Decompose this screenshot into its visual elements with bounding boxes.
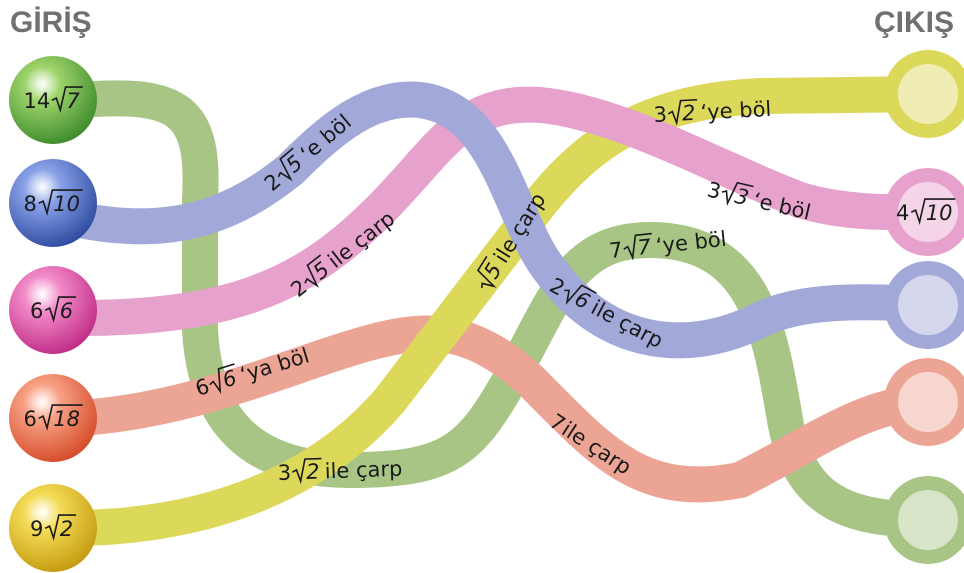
coefficient: 8	[24, 192, 37, 216]
radical-sign	[623, 232, 652, 261]
ball-slot	[898, 64, 958, 124]
ball-circle	[9, 159, 97, 247]
input-ball: 14 7	[9, 56, 97, 144]
band-blue	[76, 81, 937, 359]
ball-circle	[9, 374, 97, 462]
coefficient: 6	[24, 407, 37, 431]
radicand: 10	[926, 201, 953, 225]
coefficient: 9	[30, 517, 43, 541]
radicand: 7	[66, 89, 80, 113]
coefficient: 4	[896, 201, 909, 225]
ball-slot	[898, 372, 958, 432]
radical-sign	[38, 404, 83, 431]
output-value: 4 10	[896, 198, 956, 225]
ball-slot	[898, 490, 958, 550]
operation-text: ‘ye böl	[700, 97, 772, 125]
ball-slot	[898, 275, 958, 335]
radicand: 18	[53, 407, 80, 431]
input-ball: 8 10	[9, 159, 97, 247]
coefficient: 3	[653, 102, 668, 127]
radical-sign	[667, 98, 698, 126]
radicand: 2	[306, 460, 320, 484]
coefficient: 7	[608, 238, 624, 263]
radical-sign	[304, 254, 322, 288]
radical-sign	[564, 284, 597, 306]
input-value: 14 7	[24, 86, 83, 113]
ball-slot	[898, 182, 958, 242]
radicand: 2	[60, 517, 73, 541]
radical-sign	[277, 147, 294, 182]
radicand: 3	[733, 184, 751, 210]
radical-sign	[910, 198, 956, 225]
input-value: 6 18	[24, 404, 83, 431]
band-pink	[79, 86, 936, 336]
radicand: 7	[636, 235, 652, 260]
output-ball	[884, 476, 964, 564]
coefficient: 14	[24, 89, 51, 113]
output-header: ÇIKIŞ	[874, 6, 954, 39]
radicand: 2	[681, 101, 696, 126]
radical-sign	[44, 514, 77, 541]
radical-sign	[38, 189, 83, 216]
input-value: 8 10	[24, 189, 83, 216]
output-ball	[884, 261, 964, 349]
output-ball	[884, 358, 964, 446]
radicand: 10	[53, 192, 80, 216]
output-ball	[884, 50, 964, 138]
radical-sign	[291, 457, 322, 485]
radicand: 6	[60, 299, 73, 323]
coefficient: 6	[30, 299, 43, 323]
coefficient: 3	[705, 177, 723, 203]
coefficient: 3	[277, 461, 291, 485]
ball-circle	[9, 484, 97, 572]
output-ball: 4 10	[884, 168, 964, 256]
radical-sign	[44, 296, 77, 323]
band-yellow	[79, 76, 936, 546]
radical-sign	[51, 86, 83, 113]
input-ball: 6 18	[9, 374, 97, 462]
ball-circle	[9, 266, 97, 354]
radical-sign	[209, 363, 235, 395]
input-header: GİRİŞ	[10, 6, 92, 39]
operation-blue-1: 25 ‘e böl	[260, 110, 356, 196]
radical-sign	[476, 255, 497, 289]
band-orange	[78, 315, 937, 503]
radical-sign	[721, 181, 754, 206]
operation-text: ile çarp	[324, 457, 402, 484]
